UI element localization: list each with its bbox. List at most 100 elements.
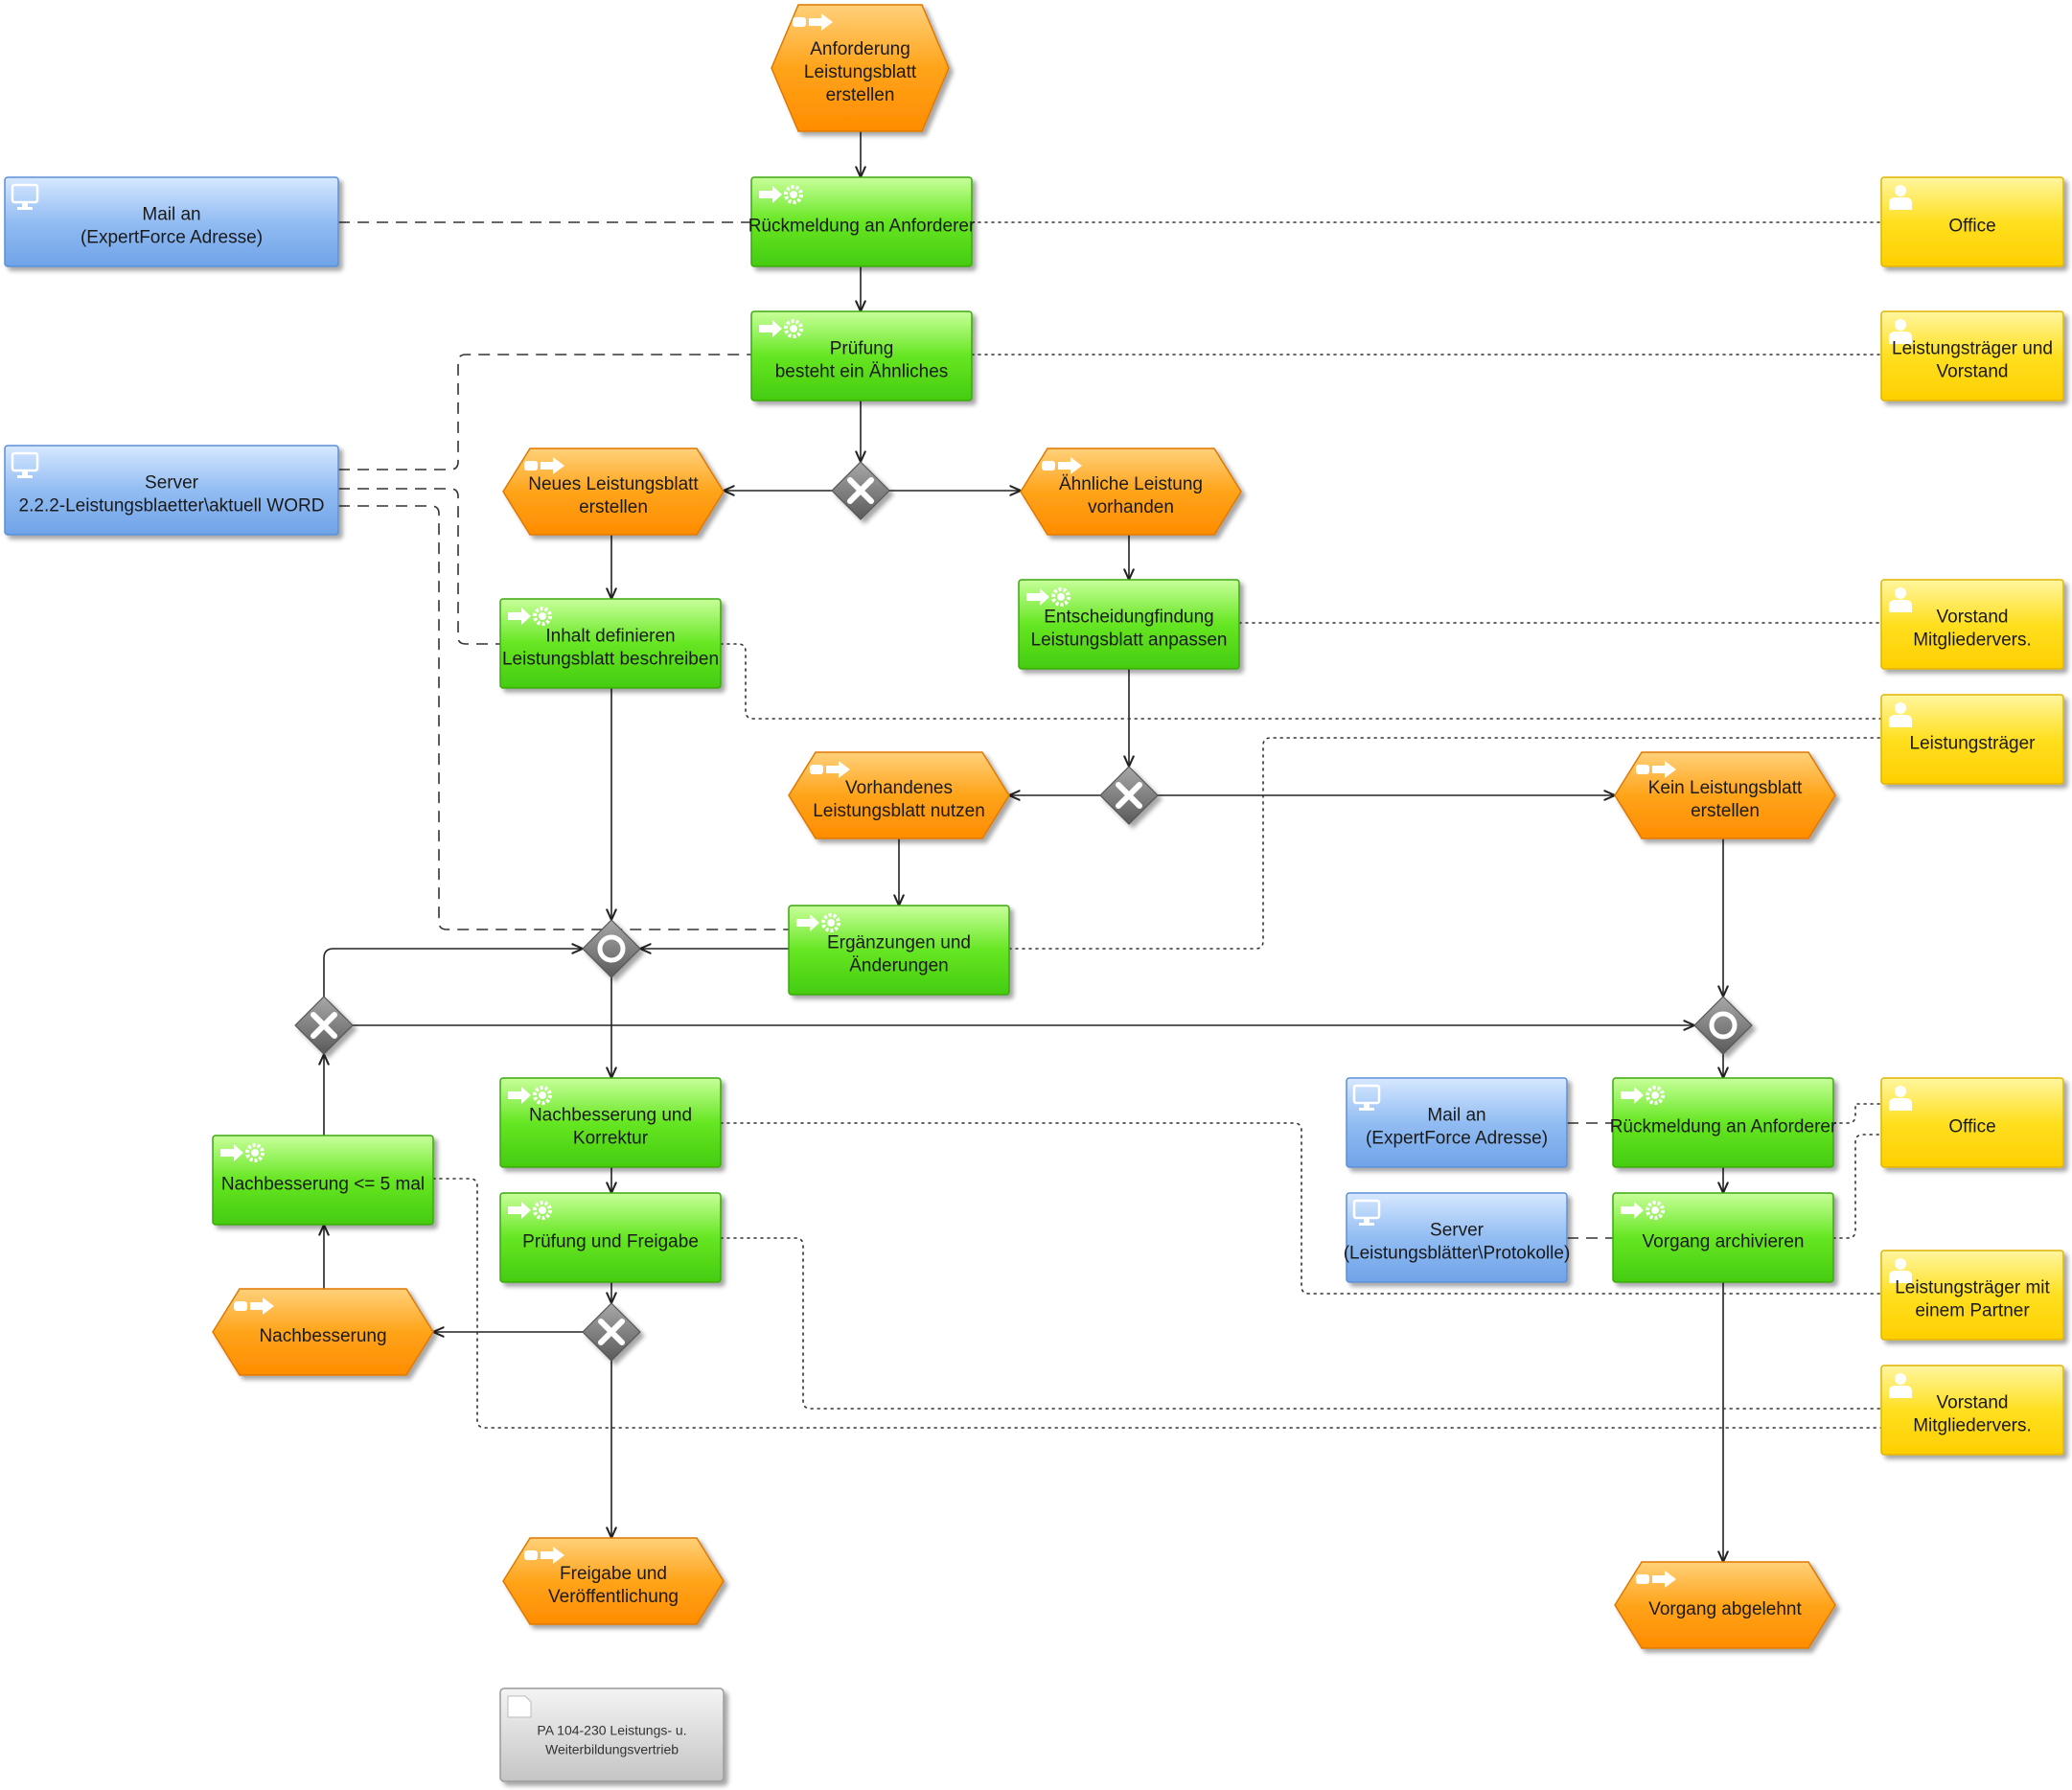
node-f-arch[interactable]: Vorgang archivieren (1612, 1192, 1834, 1283)
function-gear-icon (1621, 1086, 1665, 1105)
role-link-line (1832, 1103, 1882, 1124)
node-r-lt[interactable]: Leistungsträger (1880, 694, 2064, 785)
function-gear-icon (508, 1201, 552, 1220)
role-shape (1880, 1250, 2064, 1341)
role-link-line (720, 643, 1882, 720)
node-f-rueck1[interactable]: Rückmeldung an Anforderer (748, 176, 976, 267)
node-label-line: Leistungsblatt anpassen (1031, 631, 1228, 651)
node-f-nachb5[interactable]: Nachbesserung <= 5 mal (212, 1135, 434, 1226)
document-icon (507, 1695, 532, 1718)
node-s-server2[interactable]: Server(Leistungsblätter\Protokolle) (1344, 1192, 1571, 1283)
event-arrow-icon (524, 1547, 564, 1564)
system-link-line (338, 505, 789, 930)
node-r-office1[interactable]: Office (1880, 176, 2064, 267)
node-label-line: Leistungsträger und (1892, 339, 2053, 359)
xor-mark (1116, 782, 1142, 809)
node-label-line: Office (1948, 1117, 1995, 1137)
monitor-icon (11, 183, 39, 210)
or-connector-icon[interactable] (1693, 996, 1753, 1055)
monitor-icon (11, 451, 39, 478)
function-gear-icon (220, 1143, 265, 1162)
xor-mark (847, 477, 874, 504)
node-label-line: besteht ein Ähnliches (775, 362, 949, 382)
node-f-pruef2[interactable]: Prüfung und Freigabe (499, 1192, 722, 1283)
function-shape (750, 176, 973, 267)
function-gear-icon (508, 607, 552, 626)
xor-connector-icon[interactable] (1099, 766, 1159, 825)
nodes-layer: AnforderungLeistungsblatterstellenRückme… (4, 4, 2064, 1782)
node-label-line: Prüfung und Freigabe (522, 1232, 699, 1252)
edges-layer (323, 131, 1882, 1562)
node-label-line: Rückmeldung an Anforderer (1610, 1117, 1837, 1137)
node-label-line: Mitgliedervers. (1913, 631, 2032, 651)
node-label-line: Korrektur (573, 1129, 649, 1149)
node-label-line: Ähnliche Leistung (1059, 474, 1203, 494)
node-label-line: PA 104-230 Leistungs- u. (537, 1723, 686, 1738)
node-label-line: Weiterbildungsvertrieb (545, 1742, 679, 1757)
node-label-line: 2.2.2-Leistungsblaetter\aktuell WORD (19, 496, 325, 516)
system-shape (1346, 1192, 1568, 1283)
xor-connector-icon[interactable] (831, 461, 890, 520)
node-label-line: erstellen (579, 497, 648, 517)
function-gear-icon (759, 319, 803, 338)
node-e-abgel[interactable]: Vorgang abgelehnt (1614, 1561, 1836, 1649)
person-icon (1889, 185, 1912, 210)
node-label-line: Entscheidungfindung (1044, 608, 1213, 628)
xor-mark (598, 1319, 625, 1345)
monitor-icon (1352, 1199, 1381, 1226)
function-gear-icon (508, 1086, 552, 1105)
person-icon (1889, 587, 1912, 612)
function-gear-icon (1026, 587, 1071, 607)
role-link-line (1832, 1134, 1882, 1239)
note-shape (499, 1687, 725, 1782)
node-label-line: einem Partner (1915, 1301, 2030, 1321)
function-gear-icon (796, 913, 840, 932)
system-shape (4, 445, 339, 536)
or-mark (597, 934, 626, 963)
control-flow-arrow (323, 949, 583, 997)
or-connector-icon[interactable] (582, 919, 641, 978)
function-shape (1018, 579, 1240, 670)
system-shape (4, 176, 339, 267)
node-label-line: Vorstand (1937, 362, 2009, 382)
node-f-rueck2[interactable]: Rückmeldung an Anforderer (1610, 1077, 1837, 1168)
event-shape (771, 4, 950, 132)
node-label-line: Vorgang archivieren (1643, 1232, 1805, 1252)
node-label-line: Vorhandenes (845, 778, 953, 798)
connector-diamond (582, 919, 641, 978)
node-label-line: (Leistungsblätter\Protokolle) (1344, 1244, 1571, 1264)
xor-connector-icon[interactable] (582, 1302, 641, 1362)
node-label-line: Leistungsträger (1910, 734, 2037, 754)
node-label-line: Mail an (1427, 1106, 1485, 1126)
system-shape (1346, 1077, 1568, 1168)
node-s-mail2[interactable]: Mail an(ExpertForce Adresse) (1346, 1077, 1568, 1168)
node-s-mail1[interactable]: Mail an(ExpertForce Adresse) (4, 176, 339, 267)
function-gear-icon (1621, 1201, 1665, 1220)
node-e-nachb[interactable]: Nachbesserung (212, 1288, 434, 1376)
xor-connector-icon[interactable] (294, 996, 354, 1055)
event-arrow-icon (810, 761, 850, 778)
function-shape (750, 310, 973, 402)
node-r-office2[interactable]: Office (1880, 1077, 2064, 1168)
function-shape (1612, 1077, 1834, 1168)
function-gear-icon (759, 185, 803, 204)
node-n-doc[interactable]: PA 104-230 Leistungs- u. Weiterbildungsve… (499, 1687, 725, 1782)
node-label-line: Rückmeldung an Anforderer (748, 217, 976, 237)
